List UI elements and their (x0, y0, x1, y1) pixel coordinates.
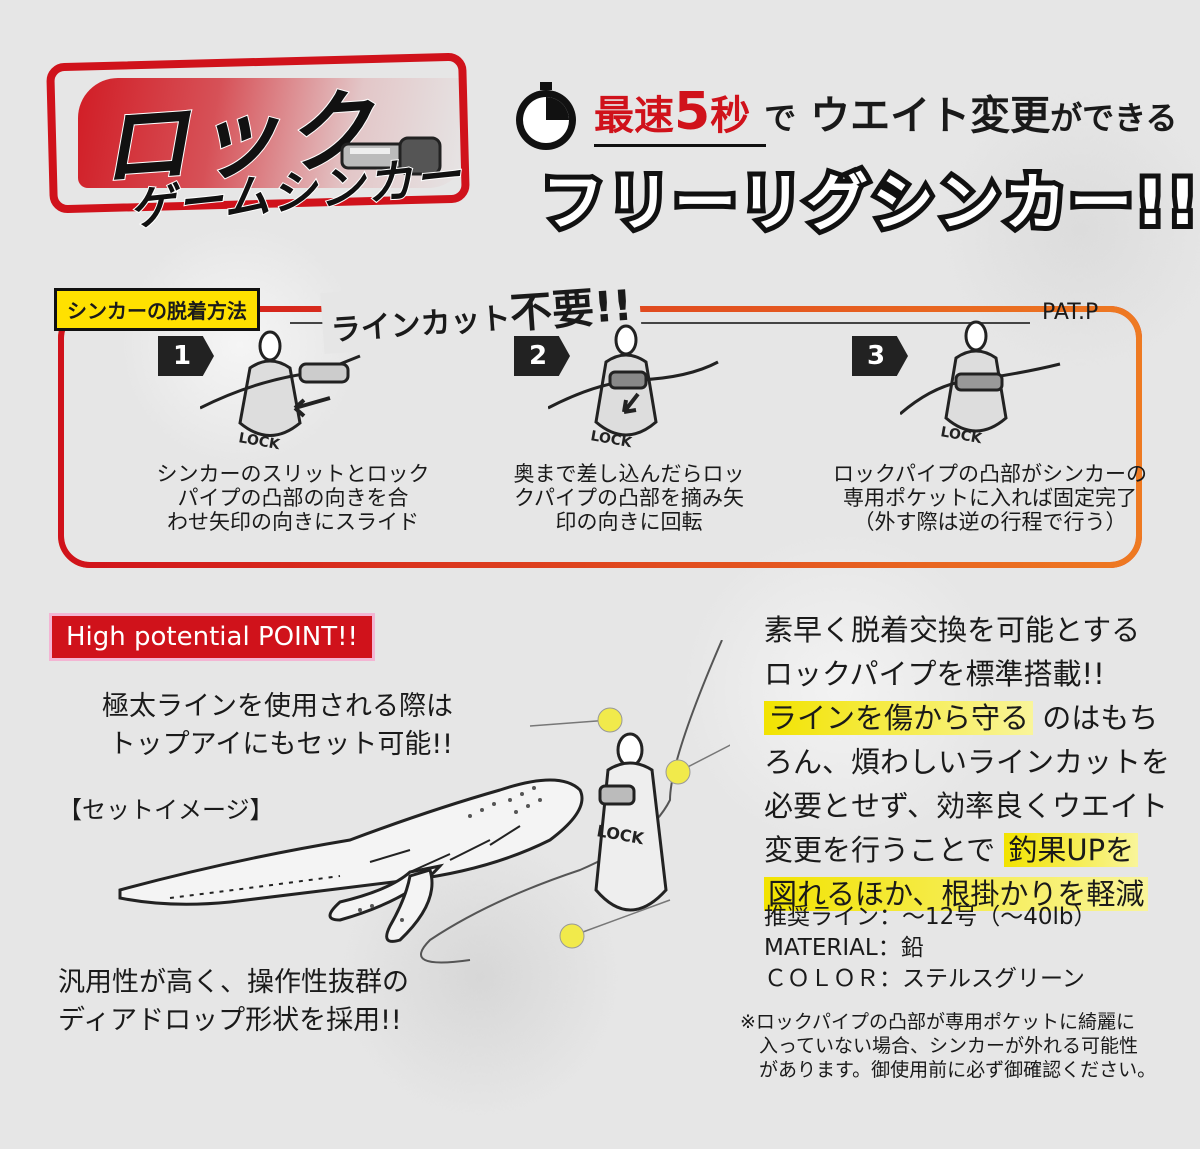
howto-label: シンカーの脱着方法 (54, 288, 260, 331)
main-title: フリーリグシンカー!! (537, 161, 1200, 244)
tagline-weight-change: ウエイト変更 (810, 93, 1051, 139)
pat-divider (290, 322, 1030, 324)
step-3-sinker-figure: LOCK (900, 320, 1061, 447)
step-2-text: 奥まで差し込んだらロッ クパイプの凸部を摘み矢 印の向きに回転 (513, 462, 745, 534)
feature-description: 素早く脱着交換を可能とする ロックパイプを標準搭載!! ラインを傷から守る のは… (764, 608, 1184, 916)
tagline-particle: で (764, 99, 797, 137)
spec-value: ：ステルスグリーン (879, 966, 1085, 992)
desc-line: 素早く脱着交換を可能とする (764, 613, 1141, 647)
step-2-lock-label: LOCK (589, 428, 634, 451)
brand-logo: ロック ゲームシンカー (46, 48, 478, 237)
spec-label: MATERIAL (764, 935, 878, 961)
desc-line: 図れるほか、根掛かりを軽減 (764, 872, 1184, 916)
step-3-number: 3 (852, 336, 908, 376)
tagline-underline (594, 144, 766, 147)
spec-list: 推奨ライン：〜12号（〜40lb） MATERIAL：鉛 ＣＯＬＯＲ：ステルスグ… (764, 902, 1097, 995)
step-1-sinker-figure: LOCK (200, 330, 361, 453)
step-2-sinker-figure: LOCK (548, 324, 719, 451)
desc-highlight: 図れるほか、根掛かりを軽減 (764, 877, 1149, 911)
rig-set-image-figure: LOCK (118, 640, 730, 964)
step-1-number: 1 (158, 336, 214, 376)
spec-line: 推奨ライン：〜12号（〜40lb） (764, 902, 1097, 933)
desc-line: ろん、煩わしいラインカットを (764, 745, 1171, 779)
caution-note: ※ロックパイプの凸部が専用ポケットに綺麗に 入っていない場合、シンカーが外れる可… (740, 1011, 1157, 1081)
tagline: 最速5秒 で ウエイト変更ができる (594, 82, 1177, 142)
step-3-text: ロックパイプの凸部がシンカーの 専用ポケットに入れば固定完了 （外す際は逆の行程… (833, 462, 1147, 534)
stopwatch-icon (516, 82, 576, 150)
tagline-can-do: ができる (1050, 99, 1178, 137)
desc-highlight: ラインを傷から守る (764, 701, 1034, 735)
tagline-fastest: 最速 (594, 93, 674, 139)
desc-text: のはもち (1042, 701, 1159, 735)
spec-value: ：鉛 (877, 935, 924, 961)
high-potential-point-label: High potential POINT!! (52, 616, 372, 658)
desc-line: ラインを傷から守る のはもち (764, 696, 1184, 740)
headline: 最速5秒 で ウエイト変更ができる フリーリグシンカー!! (510, 60, 1200, 244)
desc-line: 必要とせず、効率良くウエイト (764, 789, 1168, 823)
desc-line: 変更を行うことで 釣果UPを (764, 828, 1184, 872)
step-3-lock-label: LOCK (939, 424, 984, 447)
teardrop-shape-callout: 汎用性が高く、操作性抜群の ディアドロップ形状を採用!! (58, 967, 409, 1036)
desc-line: ロックパイプを標準搭載!! (764, 657, 1105, 691)
desc-highlight: 釣果UPを (1004, 833, 1139, 867)
step-2-number: 2 (514, 336, 570, 376)
step-1-lock-label: LOCK (237, 430, 282, 453)
spec-material: MATERIAL：鉛 (764, 933, 1097, 964)
desc-text: 変更を行うことで (764, 833, 996, 867)
lock-pipe-icon (340, 136, 442, 176)
spec-label: 推奨ライン (764, 904, 879, 930)
spec-label: ＣＯＬＯＲ (764, 966, 879, 992)
tagline-seconds-unit: 秒 (710, 93, 751, 139)
top-eye-callout: 極太ラインを使用される際は トップアイにもセット可能!! (102, 691, 453, 760)
tagline-seconds-number: 5 (674, 82, 711, 142)
patent-pending: PAT.P (1042, 300, 1099, 325)
set-image-label: 【セットイメージ】 (58, 796, 274, 824)
spec-color: ＣＯＬＯＲ：ステルスグリーン (764, 964, 1097, 995)
step-1-text: シンカーのスリットとロック パイプの凸部の向きを合 わせ矢印の向きにスライド (156, 462, 430, 534)
spec-value: ：〜12号（〜40lb） (879, 904, 1097, 930)
